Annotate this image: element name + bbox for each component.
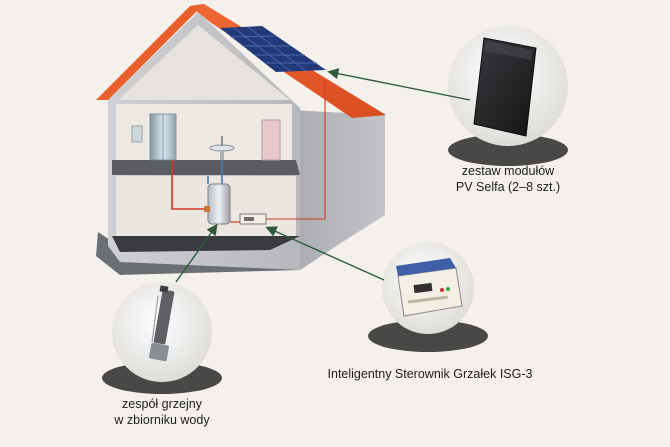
pv-label-line-1: zestaw modułów — [428, 163, 588, 179]
pv-modules-label: zestaw modułów PV Selfa (2–8 szt.) — [428, 163, 588, 195]
controller-label-line-1: Inteligentny Sterownik Grzałek ISG-3 — [300, 366, 560, 382]
pv-label-line-2: PV Selfa (2–8 szt.) — [428, 179, 588, 195]
heater-callout — [102, 282, 222, 394]
solar-panel-icon — [474, 38, 536, 136]
controller-device-icon — [396, 258, 462, 316]
controller-label: Inteligentny Sterownik Grzałek ISG-3 — [300, 366, 560, 382]
heater-label: zespół grzejny w zbiorniku wody — [82, 396, 242, 428]
upper-door — [262, 120, 280, 160]
wall-controller — [240, 214, 266, 224]
pv-callout — [448, 26, 568, 166]
upper-window — [132, 126, 142, 142]
house-side-wall — [290, 110, 385, 270]
water-tank — [204, 184, 230, 224]
upper-floor-slab — [112, 160, 300, 175]
house — [96, 4, 386, 275]
controller-callout — [368, 242, 488, 352]
heater-label-line-1: zespół grzejny — [82, 396, 242, 412]
heater-label-line-2: w zbiorniku wody — [82, 412, 242, 428]
shower-cabin — [150, 114, 176, 160]
